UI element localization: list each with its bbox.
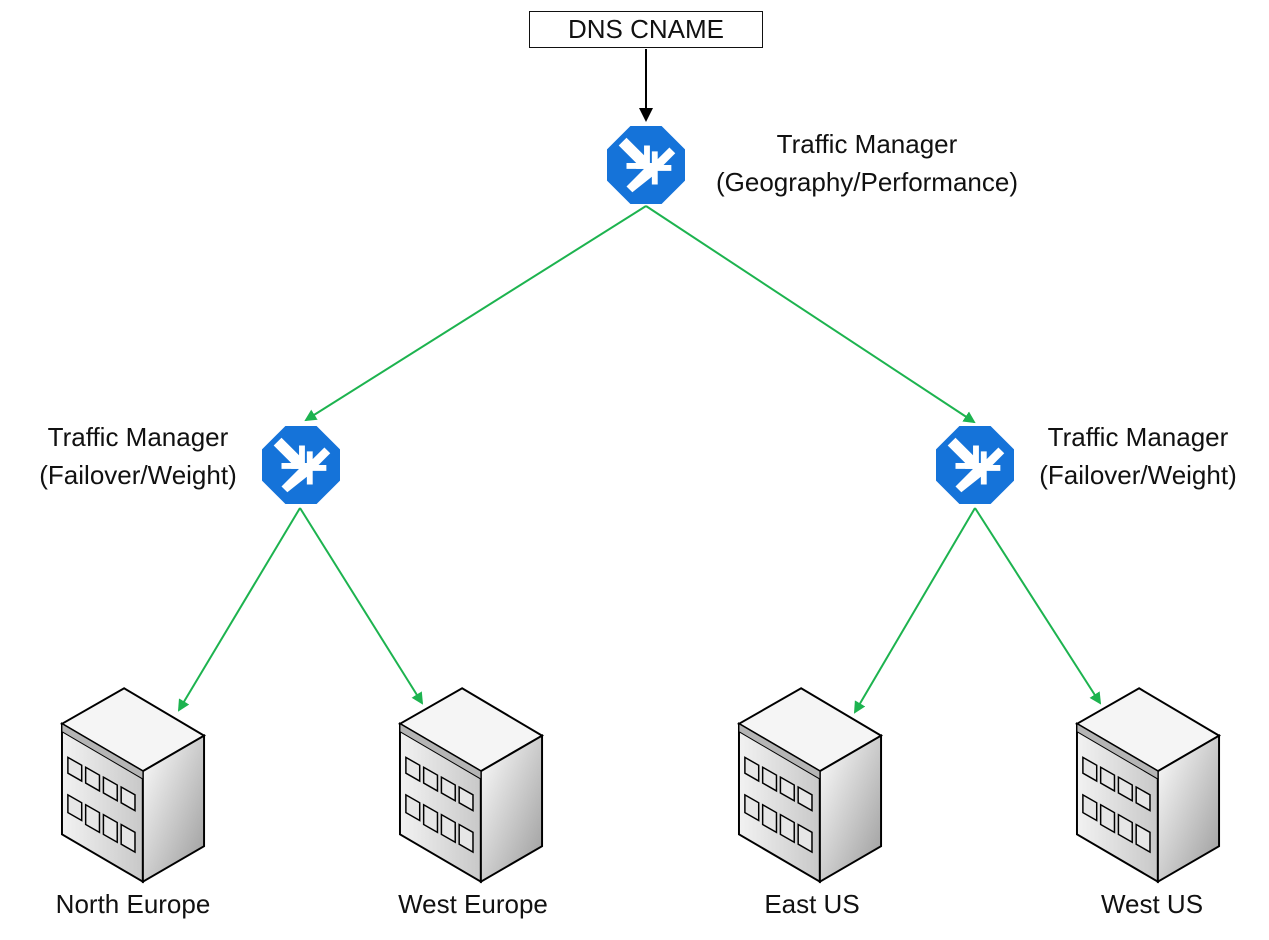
top-to-right-connector [645, 205, 976, 424]
left-to-north-europe-connector [177, 507, 301, 712]
region-label-west-us: West US [1100, 889, 1204, 919]
top-manager-mode: (Geography/Performance) [715, 167, 1019, 197]
left-manager-mode: (Failover/Weight) [39, 460, 237, 490]
datacenter-building-icon [398, 687, 544, 883]
region-label-north-europe: North Europe [55, 889, 211, 919]
dns-cname-box: DNS CNAME [529, 11, 763, 48]
left-to-west-europe-connector [299, 507, 424, 705]
right-to-west-us-connector [974, 507, 1102, 705]
top-manager-title: Traffic Manager [776, 129, 958, 159]
datacenter-building-icon [60, 687, 206, 883]
region-label-east-us: East US [764, 889, 860, 919]
traffic-manager-icon [607, 126, 685, 204]
traffic-manager-icon [936, 426, 1014, 504]
right-manager-mode: (Failover/Weight) [1039, 460, 1237, 490]
right-to-east-us-connector [853, 507, 976, 714]
left-manager-title: Traffic Manager [47, 422, 229, 452]
datacenter-building-icon [737, 687, 883, 883]
traffic-manager-icon [262, 426, 340, 504]
region-label-west-europe: West Europe [398, 889, 548, 919]
top-to-left-connector [304, 205, 647, 422]
datacenter-building-icon [1075, 687, 1221, 883]
right-manager-title: Traffic Manager [1047, 422, 1229, 452]
